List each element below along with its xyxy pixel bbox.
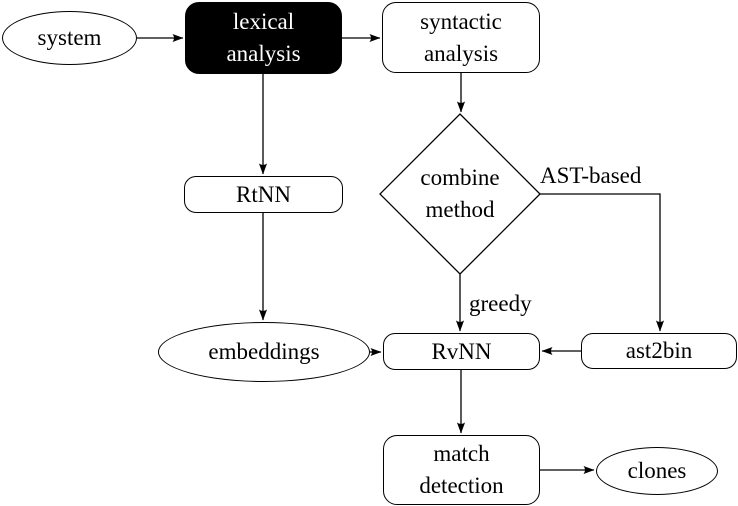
- node-ast2bin: ast2bin: [581, 333, 737, 369]
- node-embeddings-label: embeddings: [208, 339, 320, 364]
- node-lexical-analysis-line2: analysis: [226, 41, 301, 66]
- node-lexical-analysis-line1: lexical: [232, 9, 295, 34]
- node-ast2bin-label: ast2bin: [625, 338, 693, 363]
- node-rvnn-label: RvNN: [431, 338, 492, 364]
- node-match-detection-line2: detection: [419, 473, 504, 498]
- node-embeddings: embeddings: [158, 322, 370, 382]
- node-rvnn: RvNN: [383, 333, 540, 370]
- node-match-detection-line1: match: [433, 441, 490, 466]
- node-system-label: system: [37, 25, 102, 50]
- node-system: system: [2, 11, 137, 65]
- node-syntactic-analysis-line1: syntactic: [420, 8, 502, 34]
- node-lexical-analysis: lexical analysis: [185, 2, 342, 74]
- node-combine-method-shape: [379, 113, 541, 275]
- node-syntactic-analysis: syntactic analysis: [382, 2, 540, 73]
- node-rtnn: RtNN: [184, 176, 343, 213]
- node-match-detection: match detection: [383, 435, 540, 505]
- node-combine-method-line2: method: [425, 197, 495, 222]
- node-combine-method-label: combine method: [400, 158, 520, 230]
- edge-label-greedy: greedy: [469, 291, 532, 316]
- node-combine-method-line1: combine: [420, 165, 500, 190]
- edge-combine-to-ast2bin: [540, 193, 665, 332]
- node-clones: clones: [596, 447, 718, 495]
- node-rtnn-label: RtNN: [236, 181, 291, 207]
- node-clones-label: clones: [627, 458, 687, 483]
- edge-label-ast-based: AST-based: [540, 163, 642, 188]
- node-syntactic-analysis-line2: analysis: [423, 40, 499, 66]
